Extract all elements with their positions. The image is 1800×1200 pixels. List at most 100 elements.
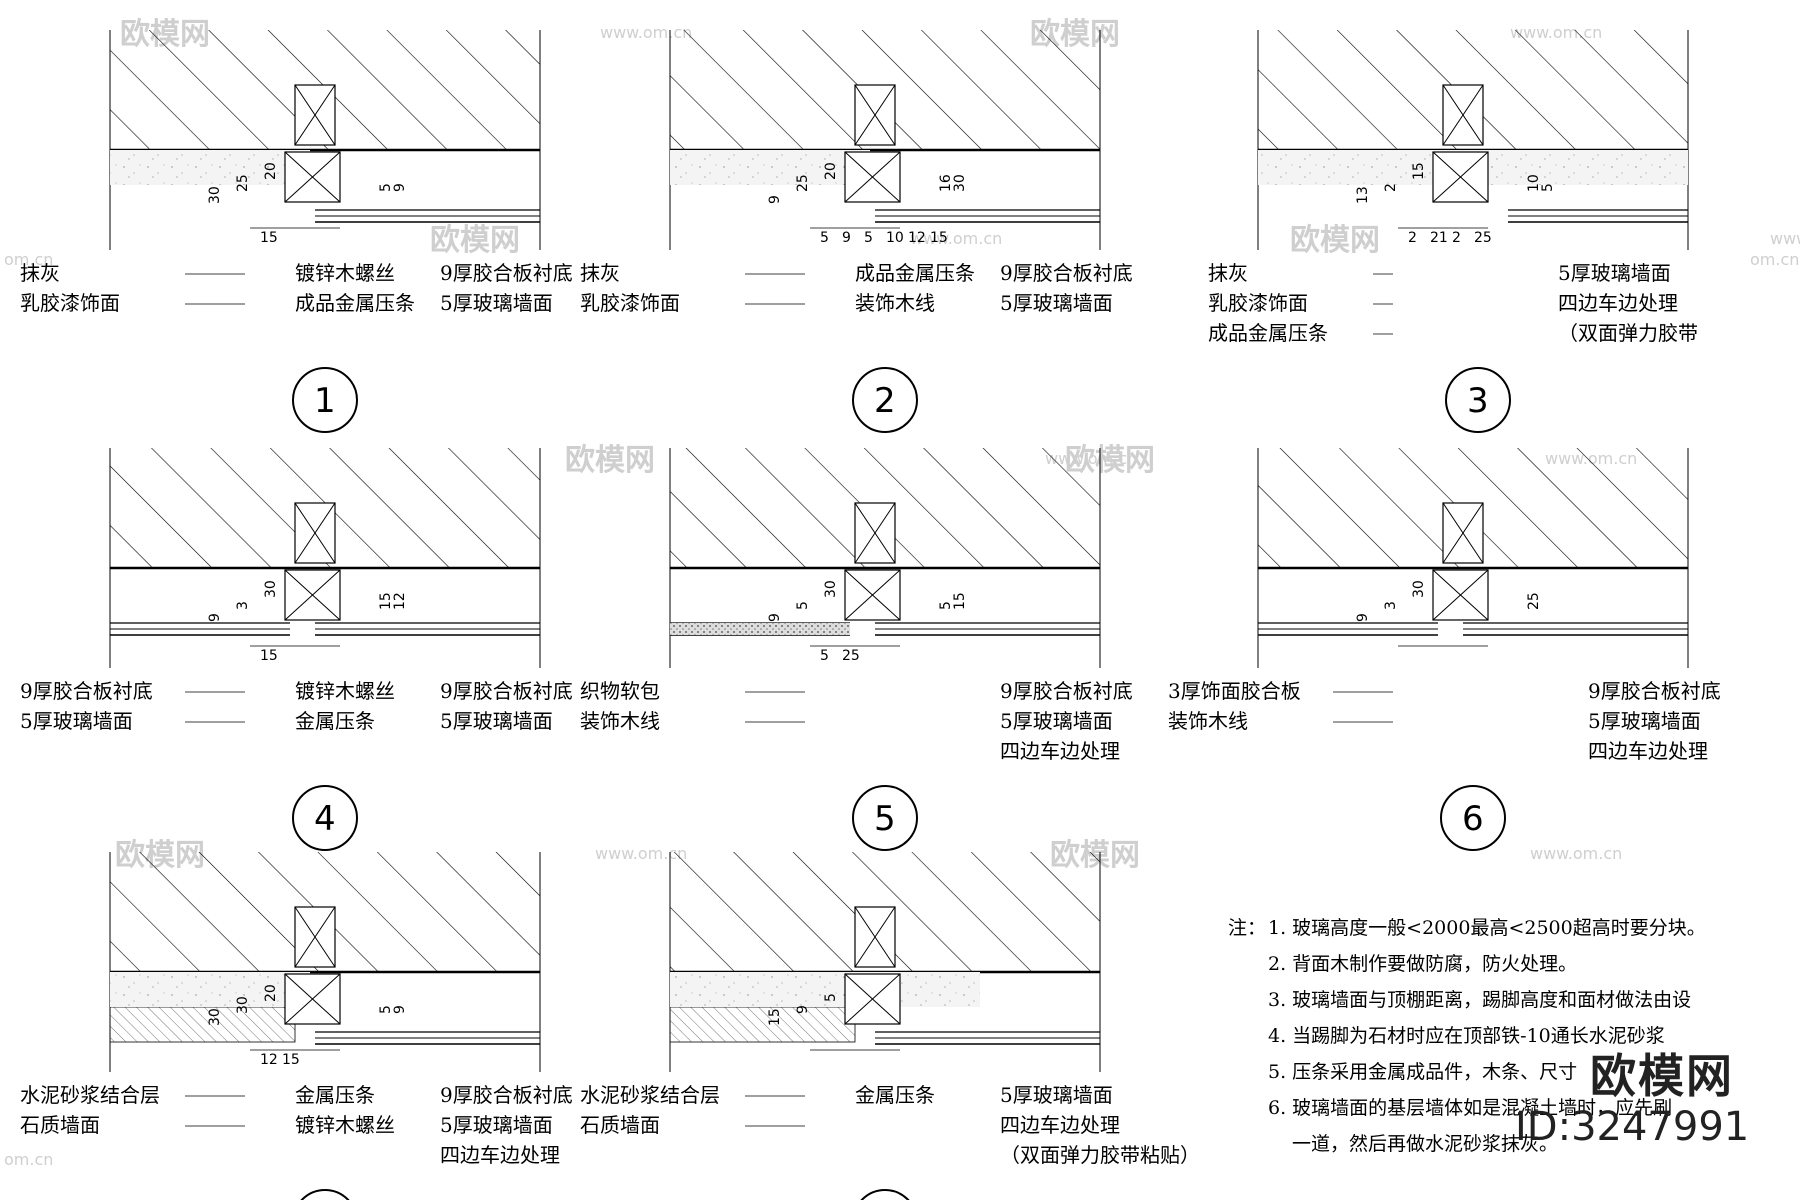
dimension-value: 3 (235, 601, 251, 610)
fabric-panel (670, 623, 850, 635)
notes-prefix: 注： (1228, 917, 1266, 939)
dimension-value: 12 (908, 230, 926, 246)
timber-block (294, 906, 336, 968)
detail-number: 1 (314, 381, 336, 421)
plaster-layer (110, 150, 310, 185)
dimension-value: 25 (1474, 230, 1492, 246)
detail-number-circle (860, 1189, 910, 1200)
dimension-value: 5 (823, 993, 839, 1002)
dimension-value: 15 (952, 592, 968, 610)
label-left-2: 装饰木线 (580, 709, 660, 733)
detail-number: 2 (874, 381, 896, 421)
dimension-value: 5 (1540, 183, 1556, 192)
label-mid-2: 金属压条 (295, 709, 375, 733)
watermark-url: www.om.cn (1770, 229, 1800, 248)
watermark-url: www.om.cn (910, 229, 1002, 248)
dimension-value: 2 (1383, 183, 1399, 192)
joint-timber (284, 973, 341, 1025)
label-right-1: 5厚玻璃墙面 (1558, 261, 1671, 285)
note-item-2: 2. 背面木制作要做防腐，防火处理。 (1268, 953, 1577, 975)
label-right-1: 5厚玻璃墙面 (1000, 1083, 1113, 1107)
watermark-short: om.cn (1750, 250, 1799, 269)
dimension-value: 20 (263, 162, 279, 180)
label-mid-2: 镀锌木螺丝 (295, 1113, 395, 1137)
dimension-value: 9 (392, 183, 408, 192)
dimension-value: 15 (260, 648, 278, 664)
label-left-1: 织物软包 (580, 679, 660, 703)
watermark-url: www.om.cn (600, 23, 692, 42)
brand-logo: 欧模网 (1590, 1049, 1734, 1103)
detail-number: 4 (314, 799, 336, 839)
dimension-value: 5 (795, 601, 811, 610)
note-item-1: 1. 玻璃高度一般<2000最高<2500超高时要分块。 (1268, 917, 1706, 939)
dimension-value: 9 (392, 1005, 408, 1014)
dimension-value: 3 (1383, 601, 1399, 610)
joint-timber (284, 151, 341, 203)
timber-block (1442, 84, 1484, 146)
dimension-value: 30 (207, 1008, 223, 1026)
dimension-value: 20 (263, 984, 279, 1002)
dimension-value: 5 (820, 648, 829, 664)
stone-cladding (669, 1006, 856, 1043)
label-right-1: 9厚胶合板衬底 (1588, 679, 1721, 703)
label-left-1: 抹灰 (20, 261, 60, 285)
label-right-3: 四边车边处理 (440, 1143, 560, 1167)
label-mid-2: 装饰木线 (855, 291, 935, 315)
watermark-brand: 欧模网 (565, 443, 655, 478)
dimension-value: 5 (864, 230, 873, 246)
plaster-layer (670, 150, 870, 185)
detail-number-circle (1445, 367, 1511, 433)
timber-block (854, 906, 896, 968)
dimension-value: 2 (1408, 230, 1417, 246)
label-left-1: 9厚胶合板衬底 (20, 679, 153, 703)
dimension-value: 30 (1411, 580, 1427, 598)
label-left-2: 乳胶漆饰面 (580, 291, 680, 315)
watermark-short: om.cn (4, 1150, 53, 1169)
label-right-1: 9厚胶合板衬底 (440, 679, 573, 703)
dimension-value: 21 (1430, 230, 1448, 246)
detail-number: 3 (1467, 381, 1489, 421)
dimension-value: 9 (842, 230, 851, 246)
dimension-value: 10 (1526, 174, 1542, 192)
label-right-3: （双面弹力胶带粘贴） (1000, 1143, 1200, 1167)
label-left-2: 5厚玻璃墙面 (20, 709, 133, 733)
label-mid-1: 金属压条 (295, 1083, 375, 1107)
joint-timber (284, 569, 341, 621)
detail-number-circle (852, 367, 918, 433)
detail-number-circle (292, 785, 358, 851)
dimension-value: 10 (886, 230, 904, 246)
dimension-value: 15 (930, 230, 948, 246)
label-right-1: 9厚胶合板衬底 (1000, 261, 1133, 285)
dimension-value: 20 (823, 162, 839, 180)
label-left-1: 水泥砂浆结合层 (20, 1083, 160, 1107)
dimension-value: 12 (260, 1052, 278, 1068)
dimension-value: 5 (820, 230, 829, 246)
dimension-value: 30 (263, 580, 279, 598)
watermark-short: om.cn (4, 250, 53, 269)
note-item-4: 4. 当踢脚为石材时应在顶部铁-10通长水泥砂浆 (1268, 1025, 1665, 1047)
label-right-2: 5厚玻璃墙面 (1000, 291, 1113, 315)
label-right-1: 9厚胶合板衬底 (440, 1083, 573, 1107)
dimension-value: 12 (392, 592, 408, 610)
dimension-value: 15 (260, 230, 278, 246)
label-mid-1: 镀锌木螺丝 (295, 261, 395, 285)
dimension-value: 5 (378, 183, 394, 192)
note-item-5: 5. 压条采用金属成品件，木条、尺寸 (1268, 1061, 1577, 1083)
timber-block (294, 502, 336, 564)
dimension-value: 25 (795, 174, 811, 192)
dimension-value: 9 (767, 613, 783, 622)
label-mid-1: 镀锌木螺丝 (295, 679, 395, 703)
dimension-value: 15 (1411, 162, 1427, 180)
label-right-1: 9厚胶合板衬底 (1000, 679, 1133, 703)
detail-number-circle (292, 367, 358, 433)
joint-timber (844, 973, 901, 1025)
joint-timber (844, 569, 901, 621)
label-left-1: 抹灰 (580, 261, 620, 285)
detail-number-circle (852, 785, 918, 851)
